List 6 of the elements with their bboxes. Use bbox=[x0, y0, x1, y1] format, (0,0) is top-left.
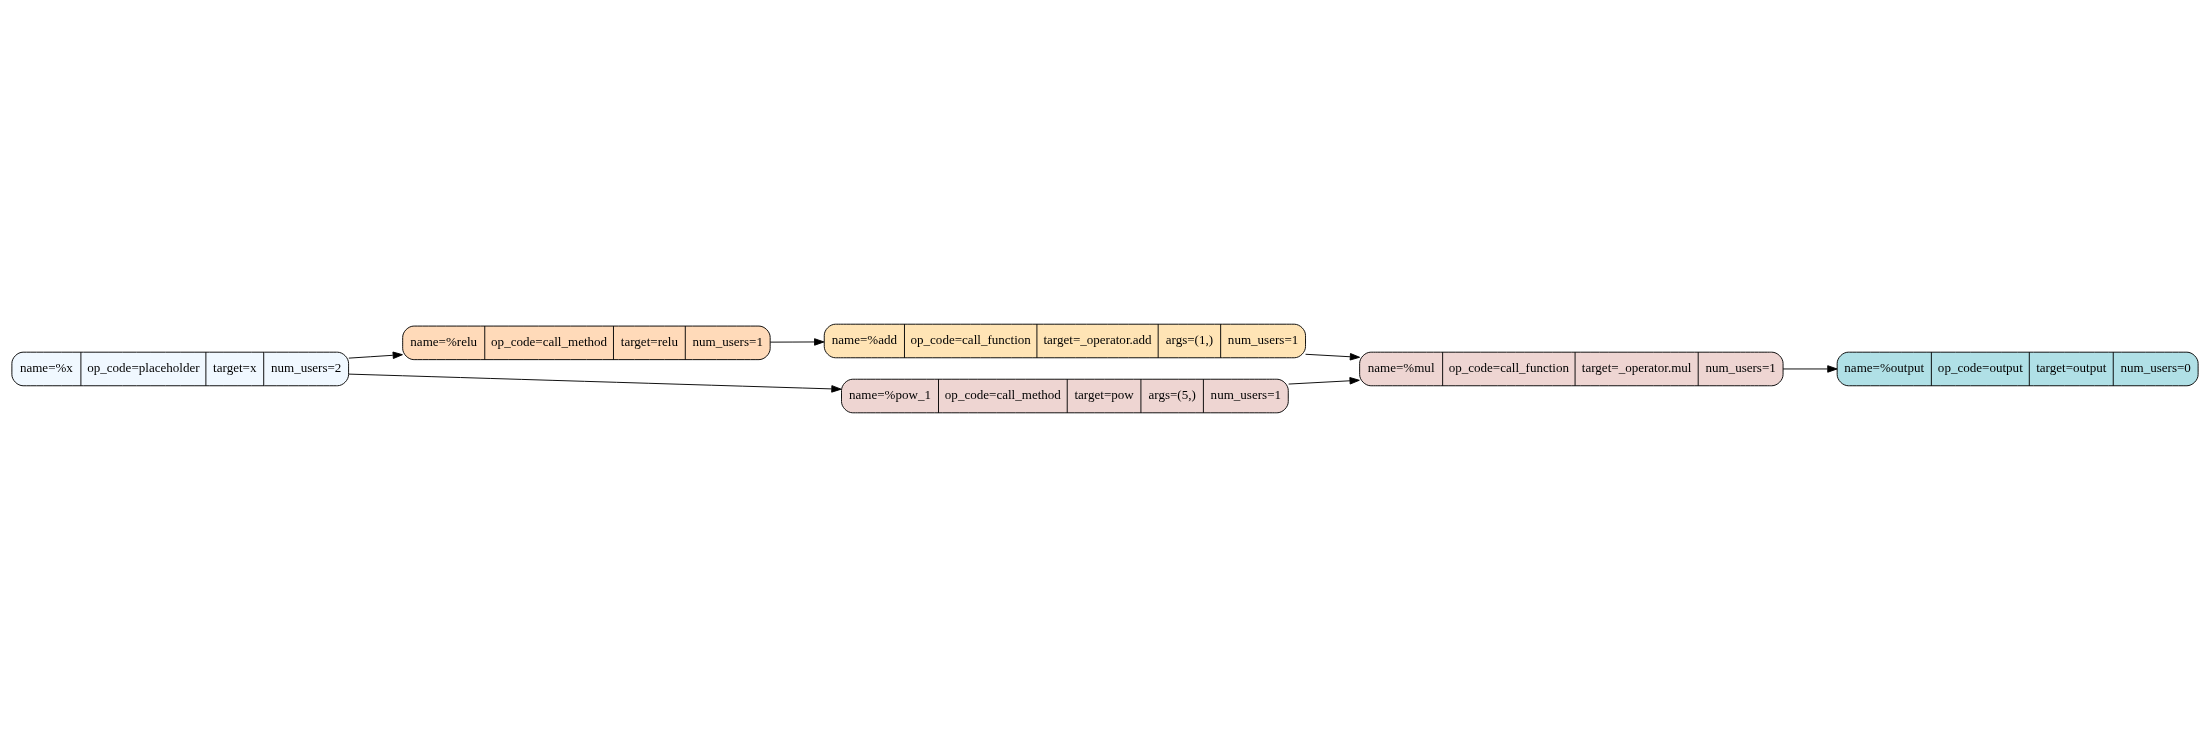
arrow bbox=[1305, 352, 1361, 360]
arrow bbox=[348, 373, 842, 393]
arrow bbox=[769, 337, 825, 346]
arrow bbox=[348, 351, 403, 359]
arrow bbox=[1288, 376, 1360, 385]
arrow bbox=[1782, 364, 1838, 373]
